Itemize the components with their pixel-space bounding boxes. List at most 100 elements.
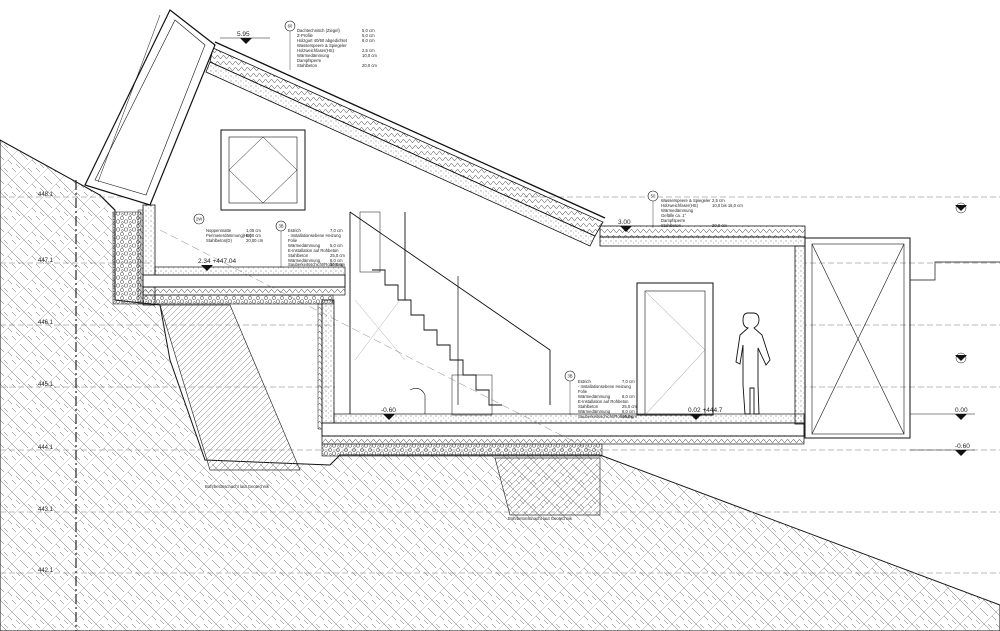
floor-upper-note-0: Estrich — [288, 228, 301, 233]
staircase — [349, 211, 551, 416]
upper-floor-slab — [142, 274, 346, 288]
floor-lower-note-1: - Installationsebene Heizung — [578, 384, 632, 389]
flat-roof-notes: Wasserspeere & Spiegeler 2,5 cm Holzweic… — [661, 198, 743, 228]
flat-roof-note-0: Wasserspeere & Spiegeler — [661, 198, 711, 203]
lower-floor-finish — [333, 413, 805, 424]
floor-upper-note-0-value: 7,0 cm — [330, 228, 343, 233]
level-flat-roof: 3.00 — [618, 219, 631, 226]
floor-lower-note-4: E-Installation auf Rohbeton — [578, 399, 629, 404]
floor-upper-note-2: Folie — [288, 238, 298, 243]
boring-label-right: Bohrbetonschacht laut Geotechnik — [508, 516, 573, 521]
floor-lower-notes: Estrich 7,0 cm - Installationsebene Heiz… — [578, 379, 637, 419]
floor-lower-note-0-value: 7,0 cm — [622, 379, 635, 384]
upper-floor-finish — [154, 266, 346, 276]
floor-upper-note-4: E-Installation auf Rohbeton — [288, 248, 339, 253]
callout-flat-roof-label: 50 — [651, 194, 656, 199]
wall-notes: Noppenmatte 1,05 cm Perimeterdämmung(HS)… — [206, 228, 264, 243]
callout-roof-label: 60 — [288, 24, 293, 29]
terrain-level-6: 443.1 — [38, 507, 54, 513]
flat-roof-note-1: Holzweichfaser(HS) — [661, 203, 699, 208]
floor-upper-note-5-value: 25,0 cm — [330, 253, 345, 258]
level-marker-right-zero: 0.00 — [910, 407, 975, 420]
wall-note-0-value: 1,05 cm — [246, 228, 261, 233]
terrain-level-3: 446.1 — [38, 320, 54, 326]
floor-lower-note-6-value: 8,0 cm — [622, 409, 635, 414]
flat-roof-note-3: Gefälle ca. 1° — [661, 213, 687, 218]
roof-note-1: Z-Profile — [297, 33, 313, 38]
roof-note-5: Wärmedämmung — [297, 53, 330, 58]
roof-slope-line — [214, 41, 606, 219]
lower-floor-insul — [321, 435, 805, 445]
level-marker-right-upper — [955, 202, 967, 364]
right-wall — [794, 245, 806, 425]
boring-shaft-left — [159, 304, 301, 471]
floor-lower-note-7-value: 10,0 cm — [622, 414, 637, 419]
floor-upper-note-7-value: 10,0 cm — [330, 262, 345, 267]
terrain-level-5: 444.1 — [38, 445, 54, 451]
flat-roof-note-1-value: 10,0 bis 15,0 cm — [712, 203, 743, 208]
flat-roof-concrete — [599, 236, 806, 247]
level-marker-top: 5.95 — [220, 31, 270, 44]
level-marker-terrace: 2.34 +447.04 — [198, 258, 237, 271]
step-wall — [321, 299, 335, 426]
flat-roof-note-0-value: 2,5 cm — [712, 198, 725, 203]
callout-roof: 60 — [284, 20, 296, 70]
lower-floor-slab — [321, 422, 805, 437]
roof-note-4-value: 2,5 cm — [362, 48, 375, 53]
floor-lower-note-5: Stahlbeton — [578, 404, 599, 409]
floor-upper-note-6-value: 8,0 cm — [330, 258, 343, 263]
door — [636, 282, 714, 416]
upper-floor-gravel — [142, 294, 334, 305]
roof-note-0-value: 5,0 cm — [362, 28, 375, 33]
step-wall-insul — [317, 303, 323, 430]
floor-lower-note-3: Wärmedämmung — [578, 394, 611, 399]
flat-roof-note-2: Wärmedämmung — [661, 208, 694, 213]
lower-floor-gravel — [321, 443, 603, 457]
gravel-drainage — [112, 211, 142, 305]
roof-note-7: Stahlbeton — [297, 63, 318, 68]
roof-note-0: Dachtechnisch (Ziegel) — [297, 28, 340, 33]
roof-note-1-value: 5,0 cm — [362, 33, 375, 38]
terrain-level-1: 448.1 — [38, 192, 54, 198]
roof-note-5-value: 10,0 cm — [362, 53, 377, 58]
level-main-floor: 0.02 +444.7 — [688, 407, 723, 414]
boring-shaft-right — [494, 457, 601, 516]
terrain-level-2: 447.1 — [38, 258, 54, 264]
terrain-level-4: 445.1 — [38, 382, 54, 388]
left-wall-insulation — [137, 209, 144, 305]
cut-line — [159, 229, 601, 456]
roof-note-2-value: 6,0 cm — [362, 38, 375, 43]
wall-note-2: Stahlbeton(D) — [206, 238, 232, 243]
flat-roof-note-4: Dampfsperre — [661, 218, 686, 223]
window-square — [220, 129, 306, 211]
callout-floor-upper-label: 3B — [278, 224, 283, 229]
terrain-level-labels: 448.1 447.1 446.1 445.1 444.1 443.1 442.… — [38, 192, 54, 574]
level-terrace: 2.34 +447.04 — [198, 258, 237, 265]
floor-upper-note-3: Wärmedämmung — [288, 243, 321, 248]
boring-label-left: Bohrbetonschacht laut Geotechnik — [205, 484, 270, 489]
level-marker-right-minus: -0.60 — [910, 443, 975, 456]
floor-lower-note-3-value: 6,0 cm — [622, 394, 635, 399]
floor-lower-note-5-value: 25,0 cm — [622, 404, 637, 409]
building-interior — [150, 45, 805, 425]
terrain-right-patch — [600, 455, 1000, 631]
level-top: 5.95 — [237, 31, 250, 38]
wall-note-1-value: 8,00 cm — [246, 233, 261, 238]
flat-roof-insulation — [599, 225, 806, 238]
floor-lower-note-7: Sauberkeitsschicht/Rollierung — [578, 414, 634, 419]
callout-floor-upper: 3B — [275, 220, 287, 268]
terrain-level-7: 442.1 — [38, 568, 54, 574]
wall-note-0: Noppenmatte — [206, 228, 232, 233]
level-right-minus: -0.60 — [955, 443, 970, 450]
floor-upper-note-3-value: 5,0 cm — [330, 243, 343, 248]
floor-upper-note-6: Wärmedämmung — [288, 258, 321, 263]
floor-upper-note-5: Stahlbeton — [288, 253, 309, 258]
wall-note-2-value: 20,00 cm — [246, 238, 264, 243]
flat-roof-note-5-value: 20,0 cm — [712, 223, 727, 228]
callout-flat-roof: 50 — [647, 190, 659, 228]
terrace-frame — [804, 237, 1000, 439]
callout-wall: 2W — [193, 213, 205, 225]
floor-upper-notes: Estrich 7,0 cm - Installationsebene Heiz… — [288, 228, 345, 267]
callout-floor-lower-label: 3B — [567, 374, 572, 379]
